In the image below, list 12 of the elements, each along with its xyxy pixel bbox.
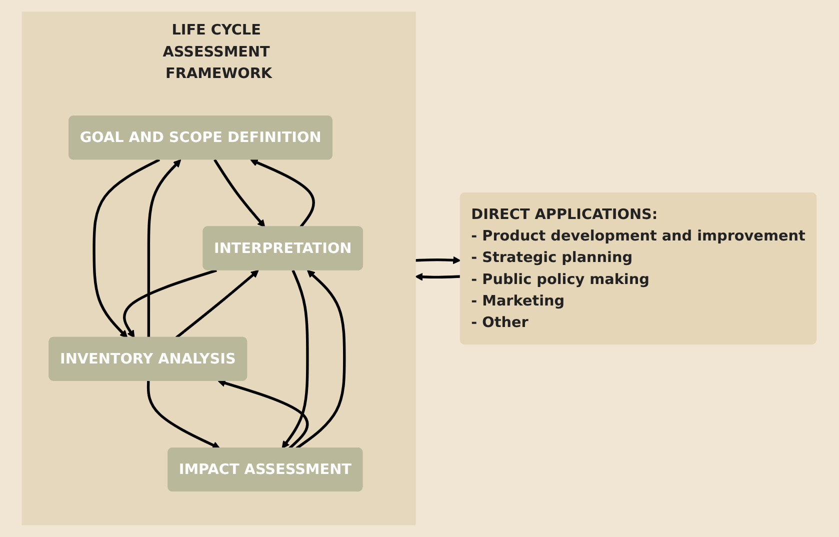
- arrow: [282, 270, 310, 449]
- arrow: [218, 379, 310, 450]
- arrow: [250, 158, 316, 228]
- arrow: [93, 158, 160, 338]
- arrow: [296, 270, 346, 450]
- arrow: [415, 272, 461, 281]
- arrow: [176, 270, 260, 339]
- arrow: [416, 256, 462, 264]
- arrow: [214, 158, 266, 228]
- arrow: [147, 380, 221, 449]
- arrow: [148, 159, 182, 338]
- arrow: [123, 269, 218, 338]
